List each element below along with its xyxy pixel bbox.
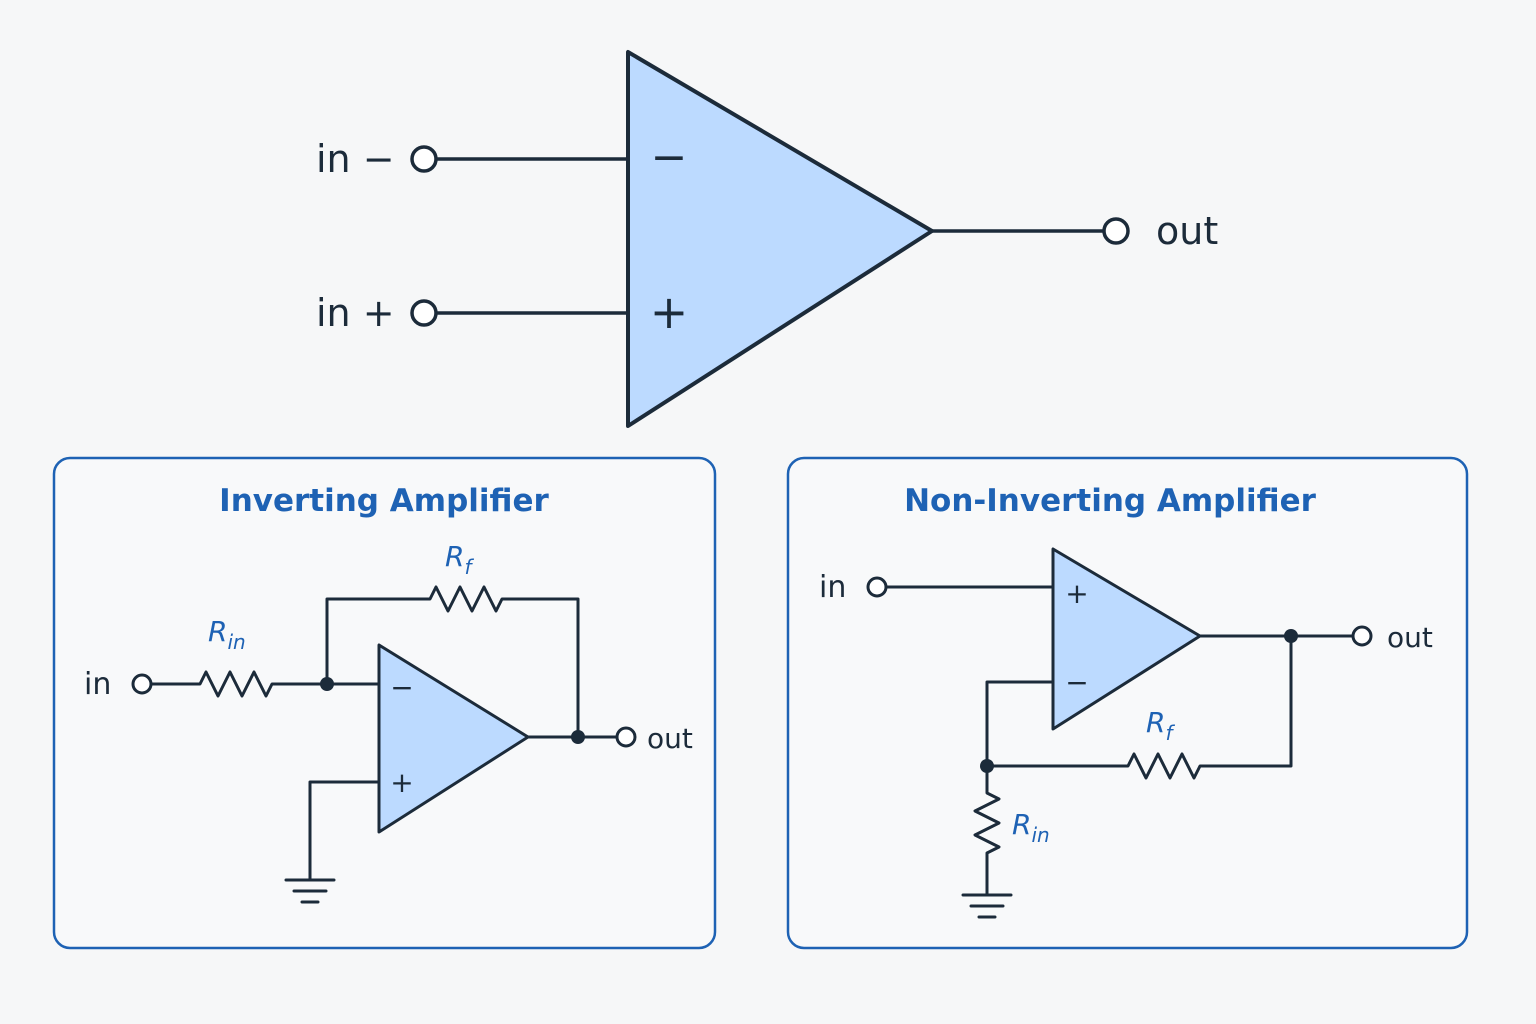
main-opamp-group: − + in − in + out: [316, 50, 1218, 428]
main-minus-sign: −: [651, 132, 688, 183]
inverting-panel: Inverting Amplifier − + in out Rin Rf: [52, 456, 717, 950]
inverting-ground-wire: [308, 780, 381, 882]
inverting-input-terminal: [131, 673, 153, 695]
main-opamp-triangle: [626, 50, 934, 428]
main-output-label: out: [1156, 209, 1218, 253]
noninverting-input-label: in: [819, 570, 846, 605]
noninverting-output-label: out: [1387, 621, 1433, 654]
main-inverting-input-label: in −: [316, 137, 395, 181]
noninverting-panel: Non-Inverting Amplifier + − in out Rf Ri…: [786, 456, 1469, 950]
inverting-plus-sign: +: [390, 766, 413, 799]
inverting-output-label: out: [647, 722, 693, 755]
noninverting-plus-sign: +: [1065, 577, 1088, 610]
inverting-opamp-triangle: [377, 643, 530, 834]
inverting-title: Inverting Amplifier: [219, 483, 549, 519]
noninverting-rin-label: Rin: [1012, 808, 1050, 847]
noninverting-title: Non-Inverting Amplifier: [904, 483, 1317, 519]
inverting-rin-label: Rin: [208, 615, 246, 654]
noninverting-minus-sign: −: [1065, 666, 1088, 699]
noninverting-minus-wire: [985, 680, 1055, 768]
noninverting-rf-resistor: [985, 634, 1293, 780]
noninverting-opamp-triangle: [1051, 547, 1202, 731]
noninverting-panel-frame: [786, 456, 1469, 950]
inverting-minus-sign: −: [390, 671, 413, 704]
main-noninverting-input-label: in +: [316, 291, 395, 335]
inverting-input-label: in: [84, 667, 111, 702]
noninverting-rf-label: Rf: [1146, 706, 1175, 745]
main-inverting-terminal: [410, 145, 438, 173]
main-noninverting-terminal: [410, 299, 438, 327]
noninverting-output-terminal: [1351, 625, 1373, 647]
inverting-rf-resistor: [325, 585, 580, 739]
noninverting-rin-resistor: [973, 764, 1001, 897]
inverting-rf-label: Rf: [445, 540, 474, 579]
inverting-output-terminal: [615, 726, 637, 748]
main-output-terminal: [1102, 217, 1130, 245]
inverting-rin-resistor: [149, 670, 381, 698]
main-plus-sign: +: [650, 285, 689, 339]
inverting-output-dot: [571, 730, 585, 744]
noninverting-input-terminal: [866, 576, 888, 598]
